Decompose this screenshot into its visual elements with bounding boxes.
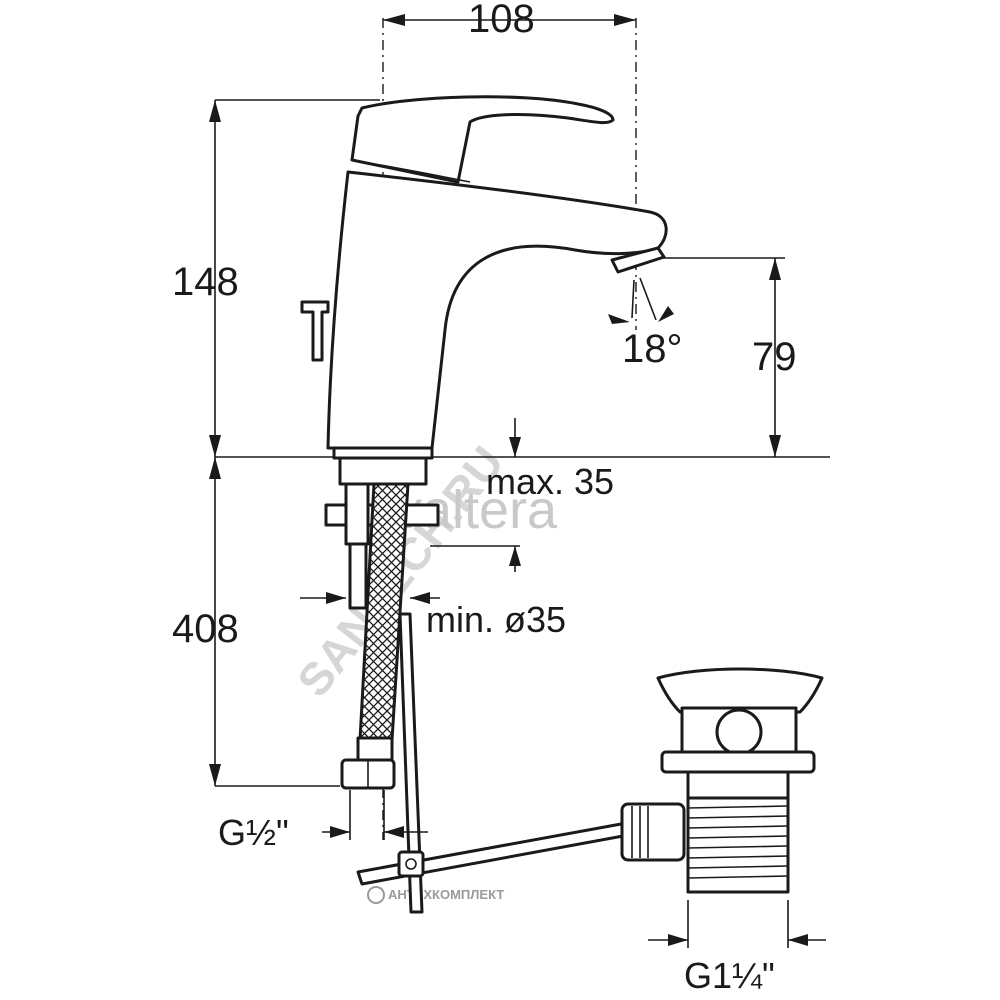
dim-waste-thread: G1¼" (684, 955, 775, 996)
mounting-stud (344, 482, 370, 546)
waste-thread-lines (687, 805, 789, 879)
dim-height-148: 148 (172, 260, 239, 304)
waste-assembly (356, 612, 824, 914)
dimension-max35 (509, 418, 521, 572)
dim-angle-18: 18° (622, 327, 683, 371)
dim-width-108: 108 (468, 0, 535, 41)
dim-spout-79: 79 (752, 335, 797, 379)
dim-hole-min35: min. ø35 (426, 599, 566, 640)
tap-aerator (610, 246, 666, 274)
dimension-min35 (300, 592, 440, 604)
tap-lever-seam (351, 159, 471, 183)
pop-up-rod-vertical (398, 612, 424, 914)
waste-lower-body (686, 770, 790, 802)
tap-lever (350, 95, 615, 184)
pop-up-clamp-screw (405, 858, 417, 870)
waste-flange (660, 750, 816, 774)
dim-below-408: 408 (172, 607, 239, 651)
waste-inspection-hole (715, 708, 763, 756)
tap-shank (338, 456, 428, 486)
pop-up-clamp (397, 850, 425, 878)
dimension-g114 (648, 900, 826, 948)
pop-up-rod (300, 300, 330, 362)
dimension-408 (209, 457, 221, 786)
dimension-148 (209, 100, 221, 457)
watermark-company: АНТЕХКОМПЛЕКТ (388, 887, 504, 902)
waste-connector-ribs (631, 806, 649, 858)
tap-body (326, 170, 668, 450)
mounting-stud-lower (348, 542, 368, 610)
waste-cap (656, 667, 824, 714)
dimension-g12 (322, 790, 428, 840)
dim-counter-max35: max. 35 (486, 461, 614, 502)
dimension-108 (383, 14, 636, 26)
tap-assembly (300, 95, 668, 790)
dimension-79 (769, 258, 781, 457)
dim-hose-thread: G½" (218, 812, 289, 853)
watermark-company-logo (367, 886, 385, 904)
waste-side-connector (620, 802, 686, 862)
dimension-18deg (608, 277, 674, 324)
